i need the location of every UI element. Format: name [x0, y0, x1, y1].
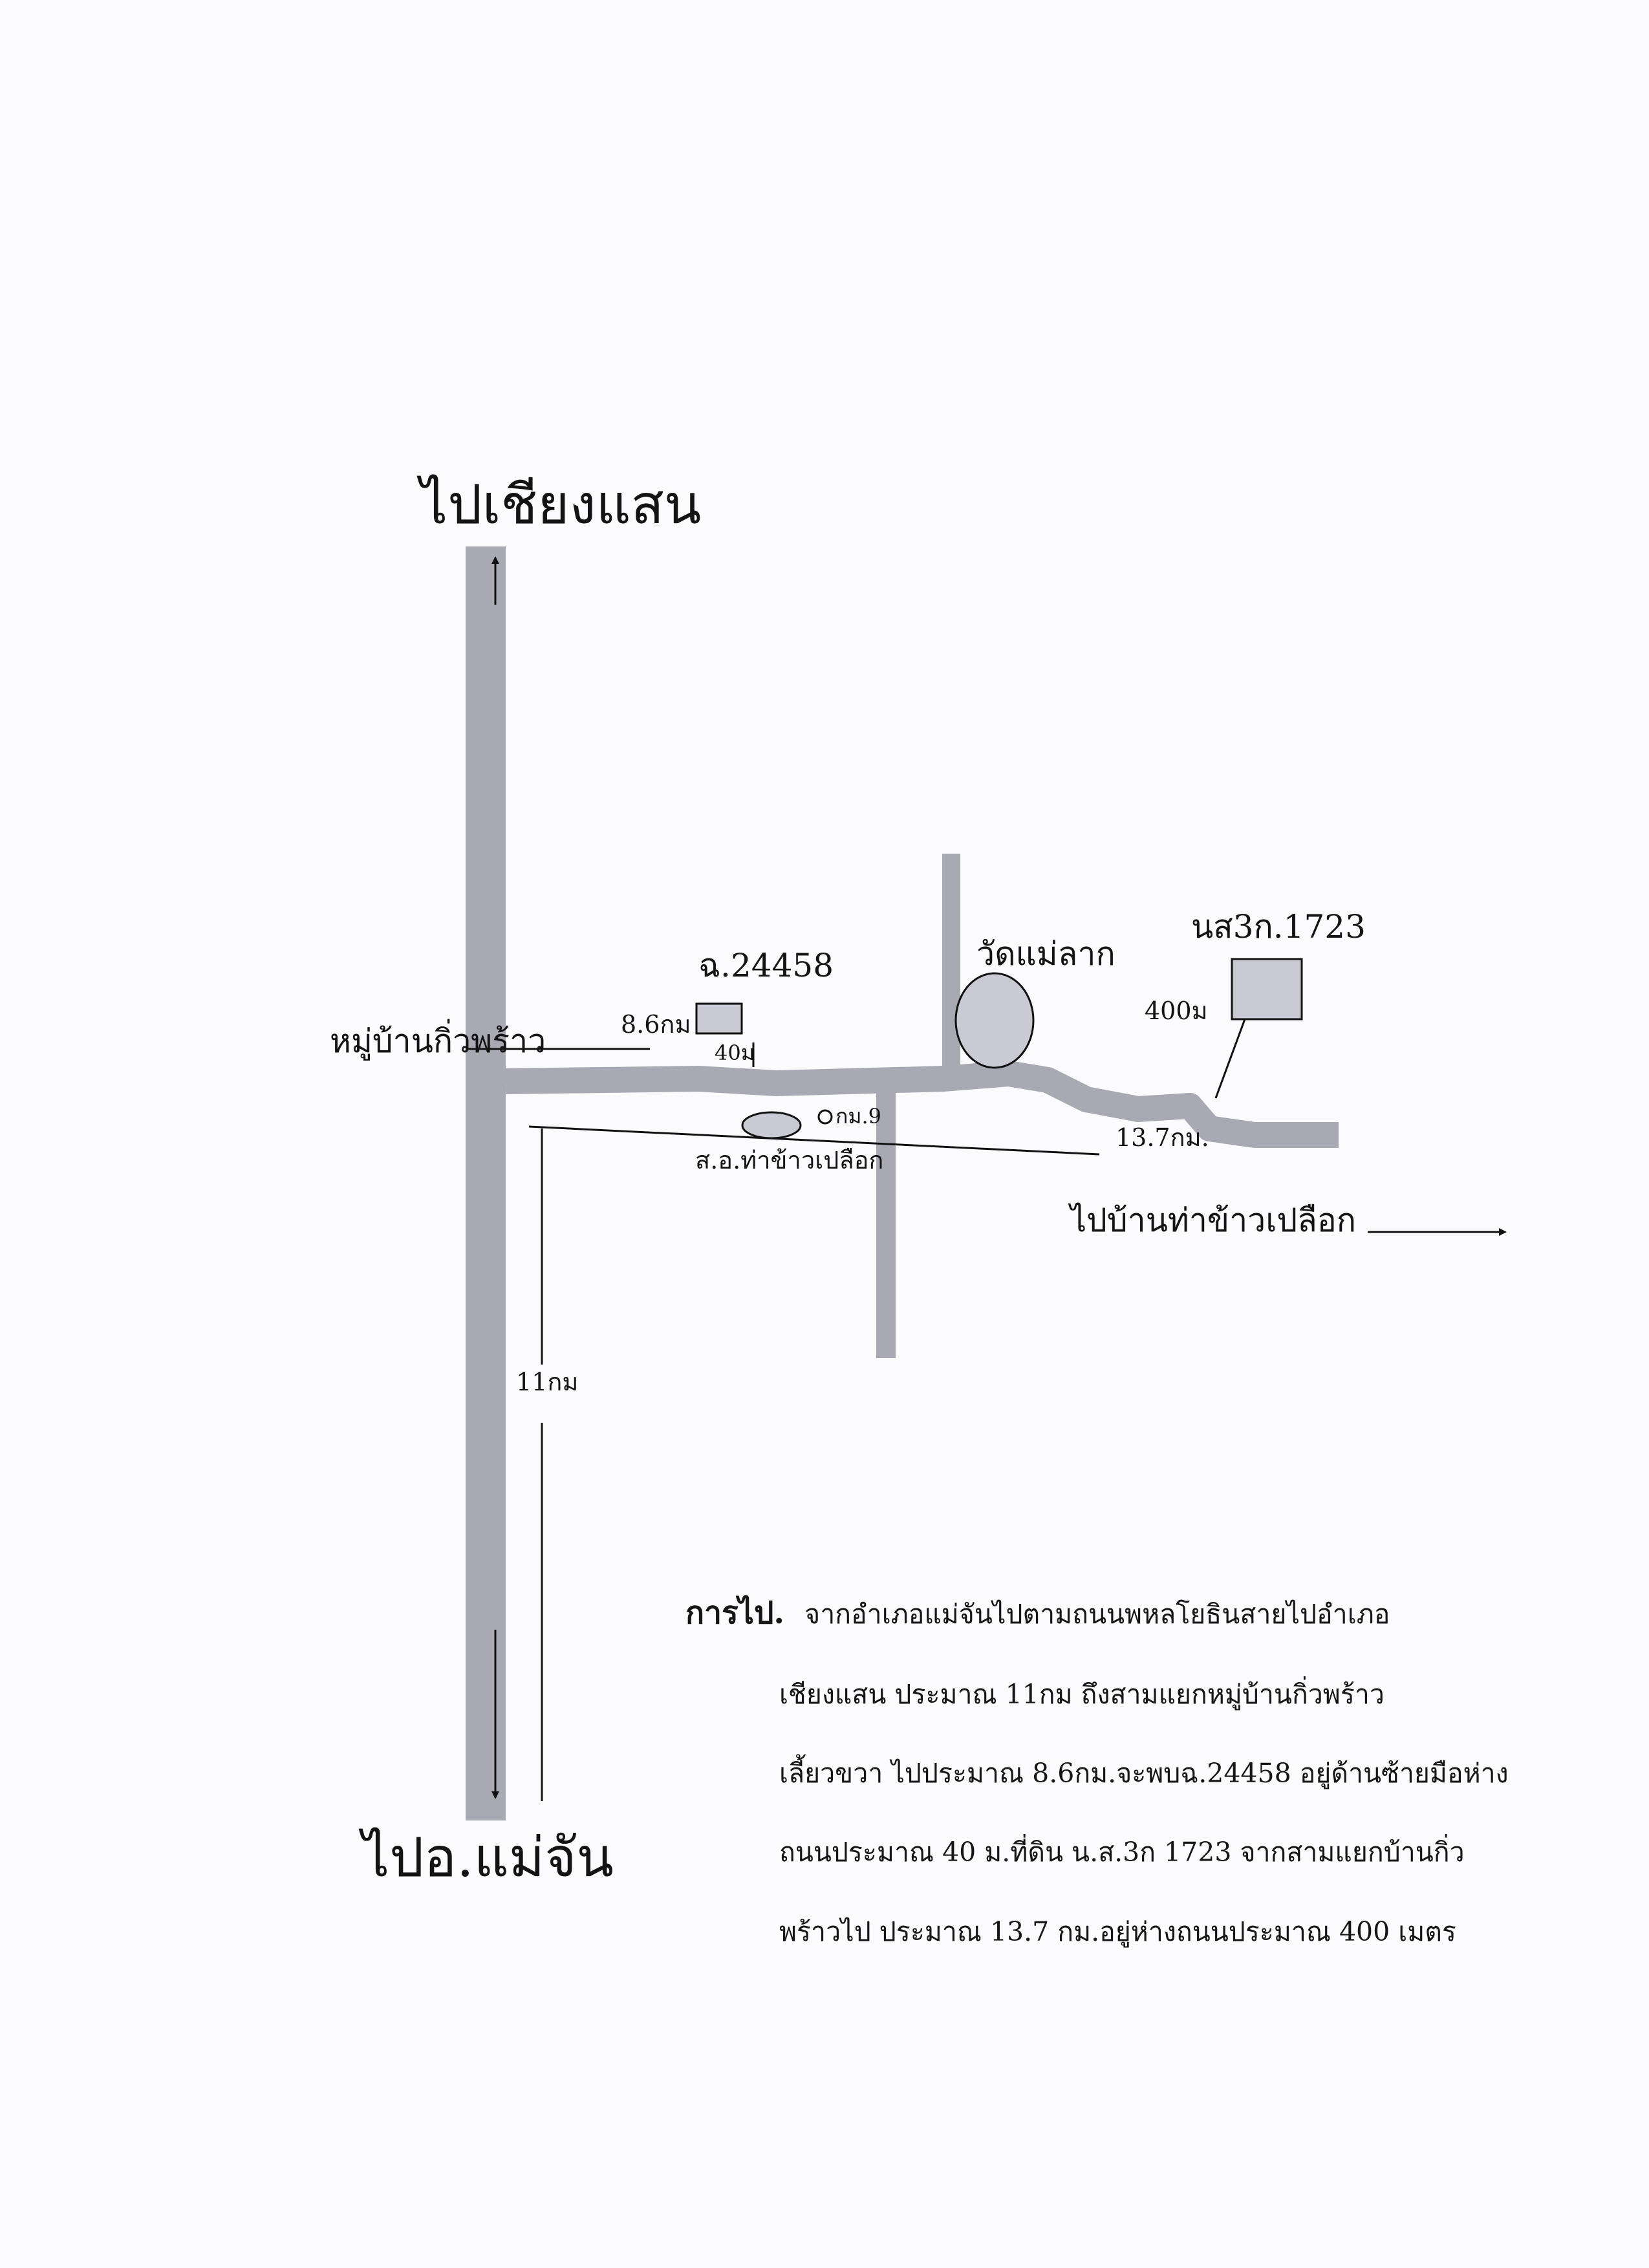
- wat-mae-lak-marker: [954, 972, 1035, 1069]
- label-health-station: ส.อ.ท่าข้าวเปลือก: [695, 1146, 884, 1174]
- label-village-kiew-phrao: หมู่บ้านกิ่วพร้าว: [330, 1022, 546, 1060]
- health-station-marker: [741, 1111, 802, 1139]
- directions-line-4: ถนนประมาณ 40 ม.ที่ดิน น.ส.3ก 1723 จากสาม…: [779, 1837, 1465, 1868]
- label-dist-400m: 400ม: [1145, 997, 1208, 1025]
- directions-line-1-text: จากอำเภอแม่จันไปตามถนนพหลโยธินสายไปอำเภอ: [804, 1599, 1390, 1630]
- highway-road: [466, 546, 506, 1820]
- label-to-chiang-saen: ไปเชียงแสน: [420, 473, 702, 536]
- directions-heading: การไป.: [685, 1595, 785, 1631]
- label-dist-40m: 40ม: [715, 1041, 755, 1065]
- label-dist-8-6km: 8.6กม: [621, 1010, 691, 1039]
- label-dist-11km: 11กม: [516, 1368, 579, 1396]
- label-plot-ns3k: นส3ก.1723: [1191, 908, 1366, 945]
- south-branch-road: [876, 1086, 896, 1358]
- label-km-marker: กม.9: [835, 1104, 881, 1129]
- label-dist-13-7km: 13.7กม.: [1116, 1123, 1209, 1152]
- label-plot-chanote: ฉ.24458: [698, 947, 834, 984]
- plot-ns3k-1723: [1231, 958, 1303, 1021]
- east-road: [505, 1061, 1339, 1148]
- directions-line-2: เชียงแสน ประมาณ 11กม ถึงสามแยกหมู่บ้านกิ…: [779, 1679, 1385, 1710]
- label-wat-mae-lak: วัดแม่ลาก: [976, 935, 1116, 973]
- directions-line-3: เลี้ยวขวา ไปประมาณ 8.6กม.จะพบฉ.24458 อยู…: [779, 1758, 1509, 1789]
- north-branch-road: [942, 854, 960, 1086]
- directions-line-5: พร้าวไป ประมาณ 13.7 กม.อยู่ห่างถนนประมาณ…: [779, 1916, 1456, 1947]
- km-marker-circle: [817, 1109, 833, 1125]
- label-to-ban-tha-khao-plueak: ไปบ้านท่าข้าวเปลือก: [1070, 1202, 1357, 1239]
- measure-line-13-7km: [528, 1125, 1100, 1156]
- plot-chanote-24458: [695, 1002, 743, 1035]
- label-to-mae-chan: ไปอ.แม่จัน: [362, 1826, 614, 1889]
- plot-ns3k-pointer: [1214, 1019, 1246, 1099]
- directions-line-1: การไป. จากอำเภอแม่จันไปตามถนนพหลโยธินสาย…: [685, 1597, 1390, 1628]
